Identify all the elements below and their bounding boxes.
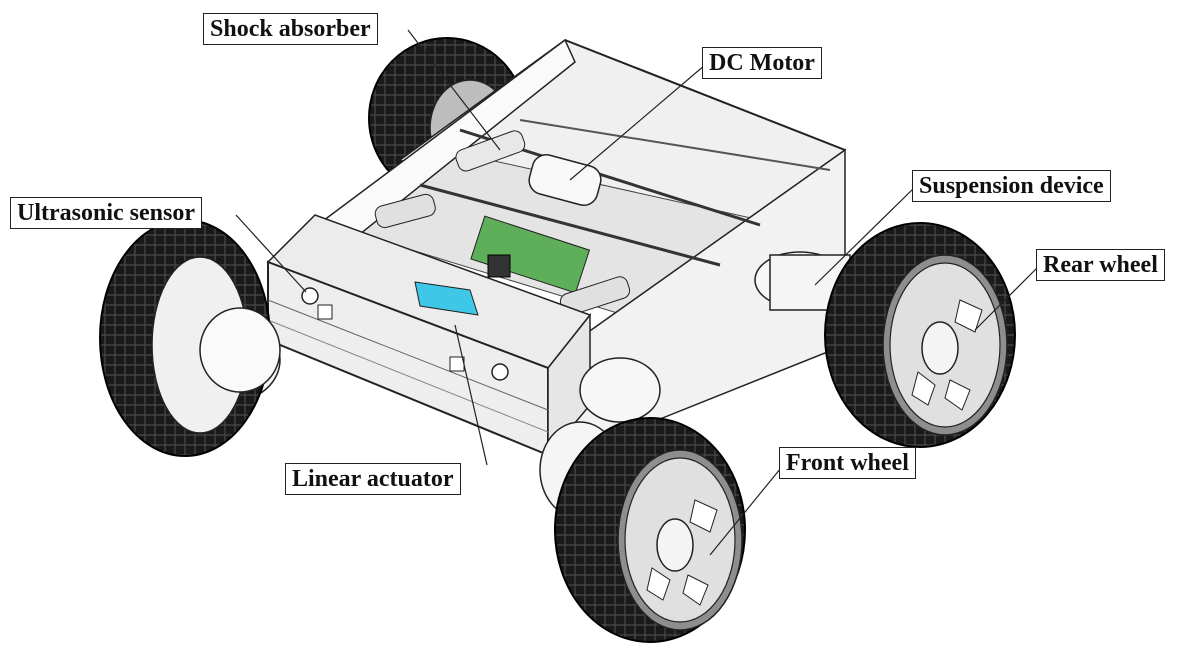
- leader-lines: [235, 29, 1041, 556]
- label-shock-absorber: Shock absorber: [203, 13, 378, 45]
- chassis-body: [179, 38, 851, 519]
- label-linear-actuator: Linear actuator: [285, 463, 461, 495]
- label-rear-wheel: Rear wheel: [1036, 249, 1165, 281]
- front-left-wheel: [99, 219, 281, 457]
- rear-wheel: [824, 222, 1016, 448]
- leader-dc-motor: [569, 64, 706, 181]
- leader-ultrasonic-sensor: [235, 214, 307, 293]
- label-dc-motor: DC Motor: [702, 47, 822, 79]
- label-front-wheel: Front wheel: [779, 447, 916, 479]
- label-ultrasonic-sensor: Ultrasonic sensor: [10, 197, 202, 229]
- leader-shock-absorber: [407, 29, 501, 151]
- leader-linear-actuator: [454, 324, 488, 466]
- leader-front-wheel: [709, 462, 786, 556]
- leader-suspension-device: [814, 187, 915, 286]
- front-wheel: [554, 417, 746, 643]
- label-suspension-device: Suspension device: [912, 170, 1111, 202]
- leader-rear-wheel: [974, 264, 1041, 331]
